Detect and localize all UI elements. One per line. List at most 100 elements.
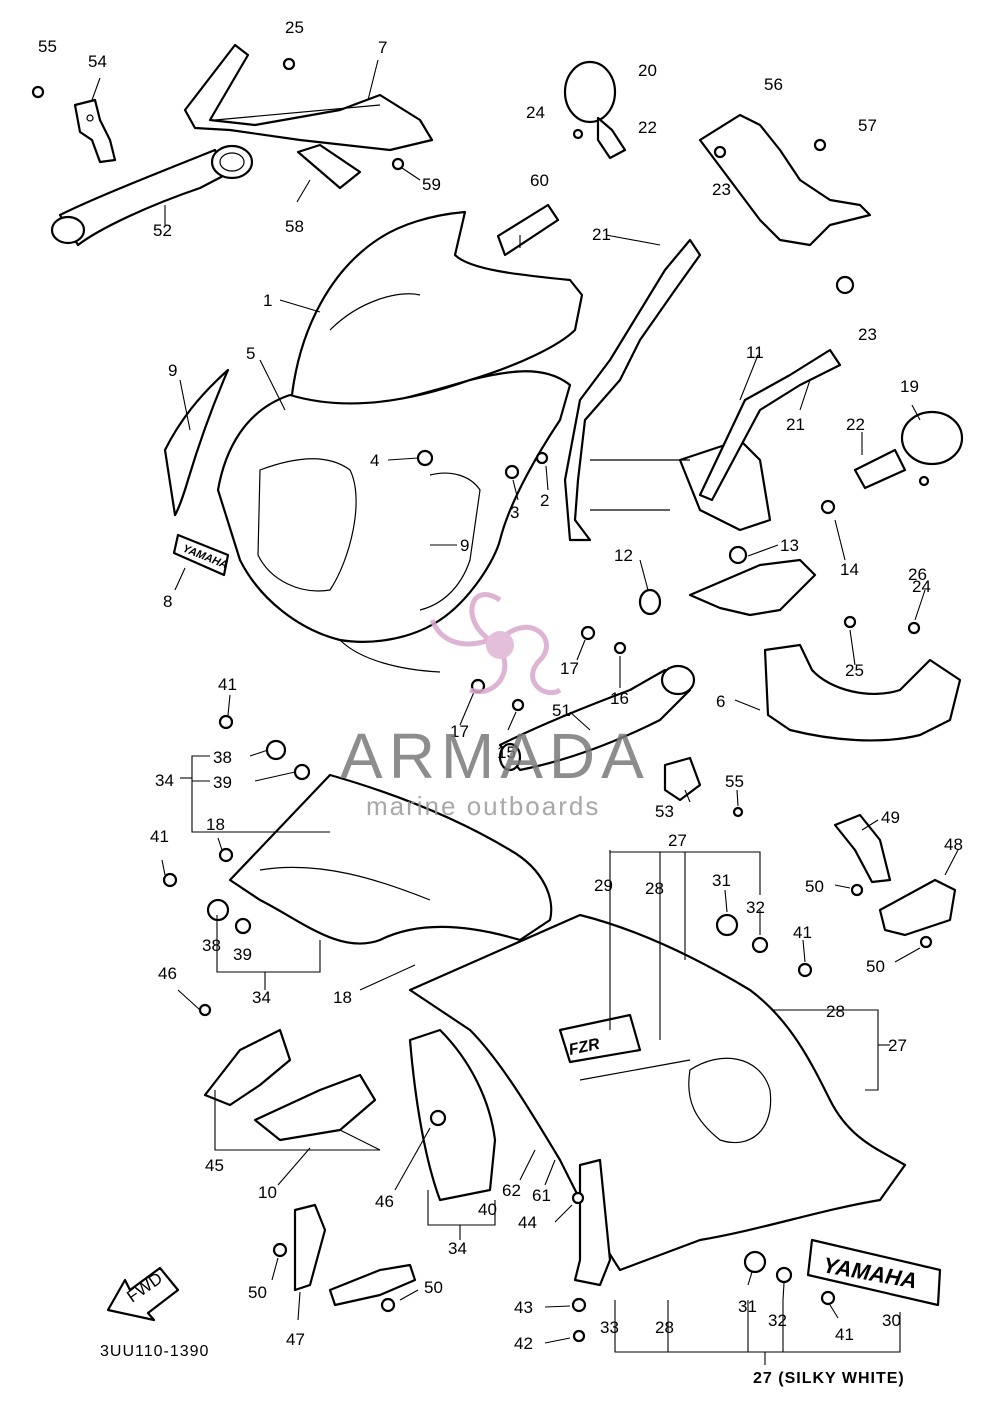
callout: 23 [858,325,877,344]
bracket-56-part [698,113,872,247]
air-duct-right-part [498,664,696,772]
brace-11-part [698,348,842,502]
callout: 58 [285,217,304,236]
callout: 28 [655,1318,674,1337]
callout: 16 [610,689,629,708]
bracket-45-part [203,1028,377,1142]
callout: 52 [153,221,172,240]
callout: 11 [746,343,764,362]
callout: 50 [805,877,824,896]
callout: 24 [526,103,545,122]
watermark: ARMADA marine outboards [340,592,650,821]
callout: 25 [845,661,864,680]
inner-cover-6-part [763,643,962,742]
bracket-53-part [663,756,702,802]
callout: 21 [786,415,805,434]
upper-cowling-part [216,370,572,673]
inner-panel-7-part [183,43,434,152]
side-panel-9-part [163,368,230,517]
callout: 25 [285,18,304,37]
watermark-title: ARMADA [340,720,650,792]
callout: 46 [158,964,177,983]
callout: 27 [888,1036,907,1055]
callout: 9 [168,361,177,380]
callout: 45 [205,1156,224,1175]
callout: 48 [944,835,963,854]
callout: 17 [560,659,579,678]
callout: 17 [450,722,469,741]
callout: 47 [286,1330,305,1349]
watermark-logo-icon [429,592,562,696]
callout: 4 [370,451,379,470]
callout: 10 [258,1183,277,1202]
callout: 34 [252,988,271,1007]
callout: 30 [882,1311,901,1330]
callout: 39 [213,773,232,792]
mirror-20-part [563,60,627,160]
callout: 61 [532,1186,551,1205]
callout: 22 [846,415,865,434]
callout: 42 [514,1334,533,1353]
callout: 32 [768,1311,787,1330]
callout: 15 [497,743,516,762]
callout: 14 [840,560,859,579]
callout: 38 [213,748,232,767]
bracket-48-part [878,878,957,937]
callout: 39 [233,945,252,964]
callout: 50 [866,957,885,976]
stay-21-part [563,238,772,542]
callout: 55 [38,37,57,56]
callout: 43 [514,1298,533,1317]
callout: 38 [202,936,221,955]
bracket-13-part [688,545,817,617]
leader-lines [91,59,959,1365]
callout: 55 [725,772,744,791]
callout: 22 [638,118,657,137]
callout: 18 [333,988,352,1007]
callout: 27 [668,831,687,850]
callout: 50 [424,1278,443,1297]
callout: 59 [422,175,441,194]
callout: 3 [510,503,519,522]
callout: 19 [900,377,919,396]
callout: 41 [218,675,237,694]
callout: 29 [594,876,613,895]
lower-cowling-27-part: FZR [408,913,907,1272]
callout: 56 [764,75,783,94]
callout: 1 [263,291,272,310]
callout: 44 [518,1213,537,1232]
callout: 28 [826,1002,845,1021]
hardware [31,57,933,1343]
callout: 21 [592,225,611,244]
mirror-19-part [853,410,964,490]
callout: 6 [716,692,725,711]
decal-8-part: YAMAHA [172,533,229,577]
callout: 26 [908,565,927,584]
stay-33-part [573,1158,612,1287]
callout: 8 [163,592,172,611]
callout: 46 [375,1192,394,1211]
grommet-12-part [638,588,662,616]
callout: 34 [155,771,174,790]
callout: 9 [460,536,469,555]
callout: 18 [206,815,225,834]
callout: 41 [793,923,812,942]
callout: 32 [746,898,765,917]
stay-60-part [496,203,560,257]
callout: 41 [835,1325,854,1344]
under-cowling-34-part [228,773,553,945]
callout: 31 [712,871,731,890]
callout: 5 [246,344,255,363]
callout: 57 [858,116,877,135]
callout: 54 [88,52,107,71]
callout: 7 [378,38,387,57]
callout: 53 [655,802,674,821]
callout: 41 [150,827,169,846]
callout: 40 [478,1200,497,1219]
watermark-subtitle: marine outboards [366,791,600,821]
diagram-code: 3UU110-1390 [100,1343,209,1360]
callout: 34 [448,1239,467,1258]
callout: 28 [645,879,664,898]
callout: 23 [712,180,731,199]
